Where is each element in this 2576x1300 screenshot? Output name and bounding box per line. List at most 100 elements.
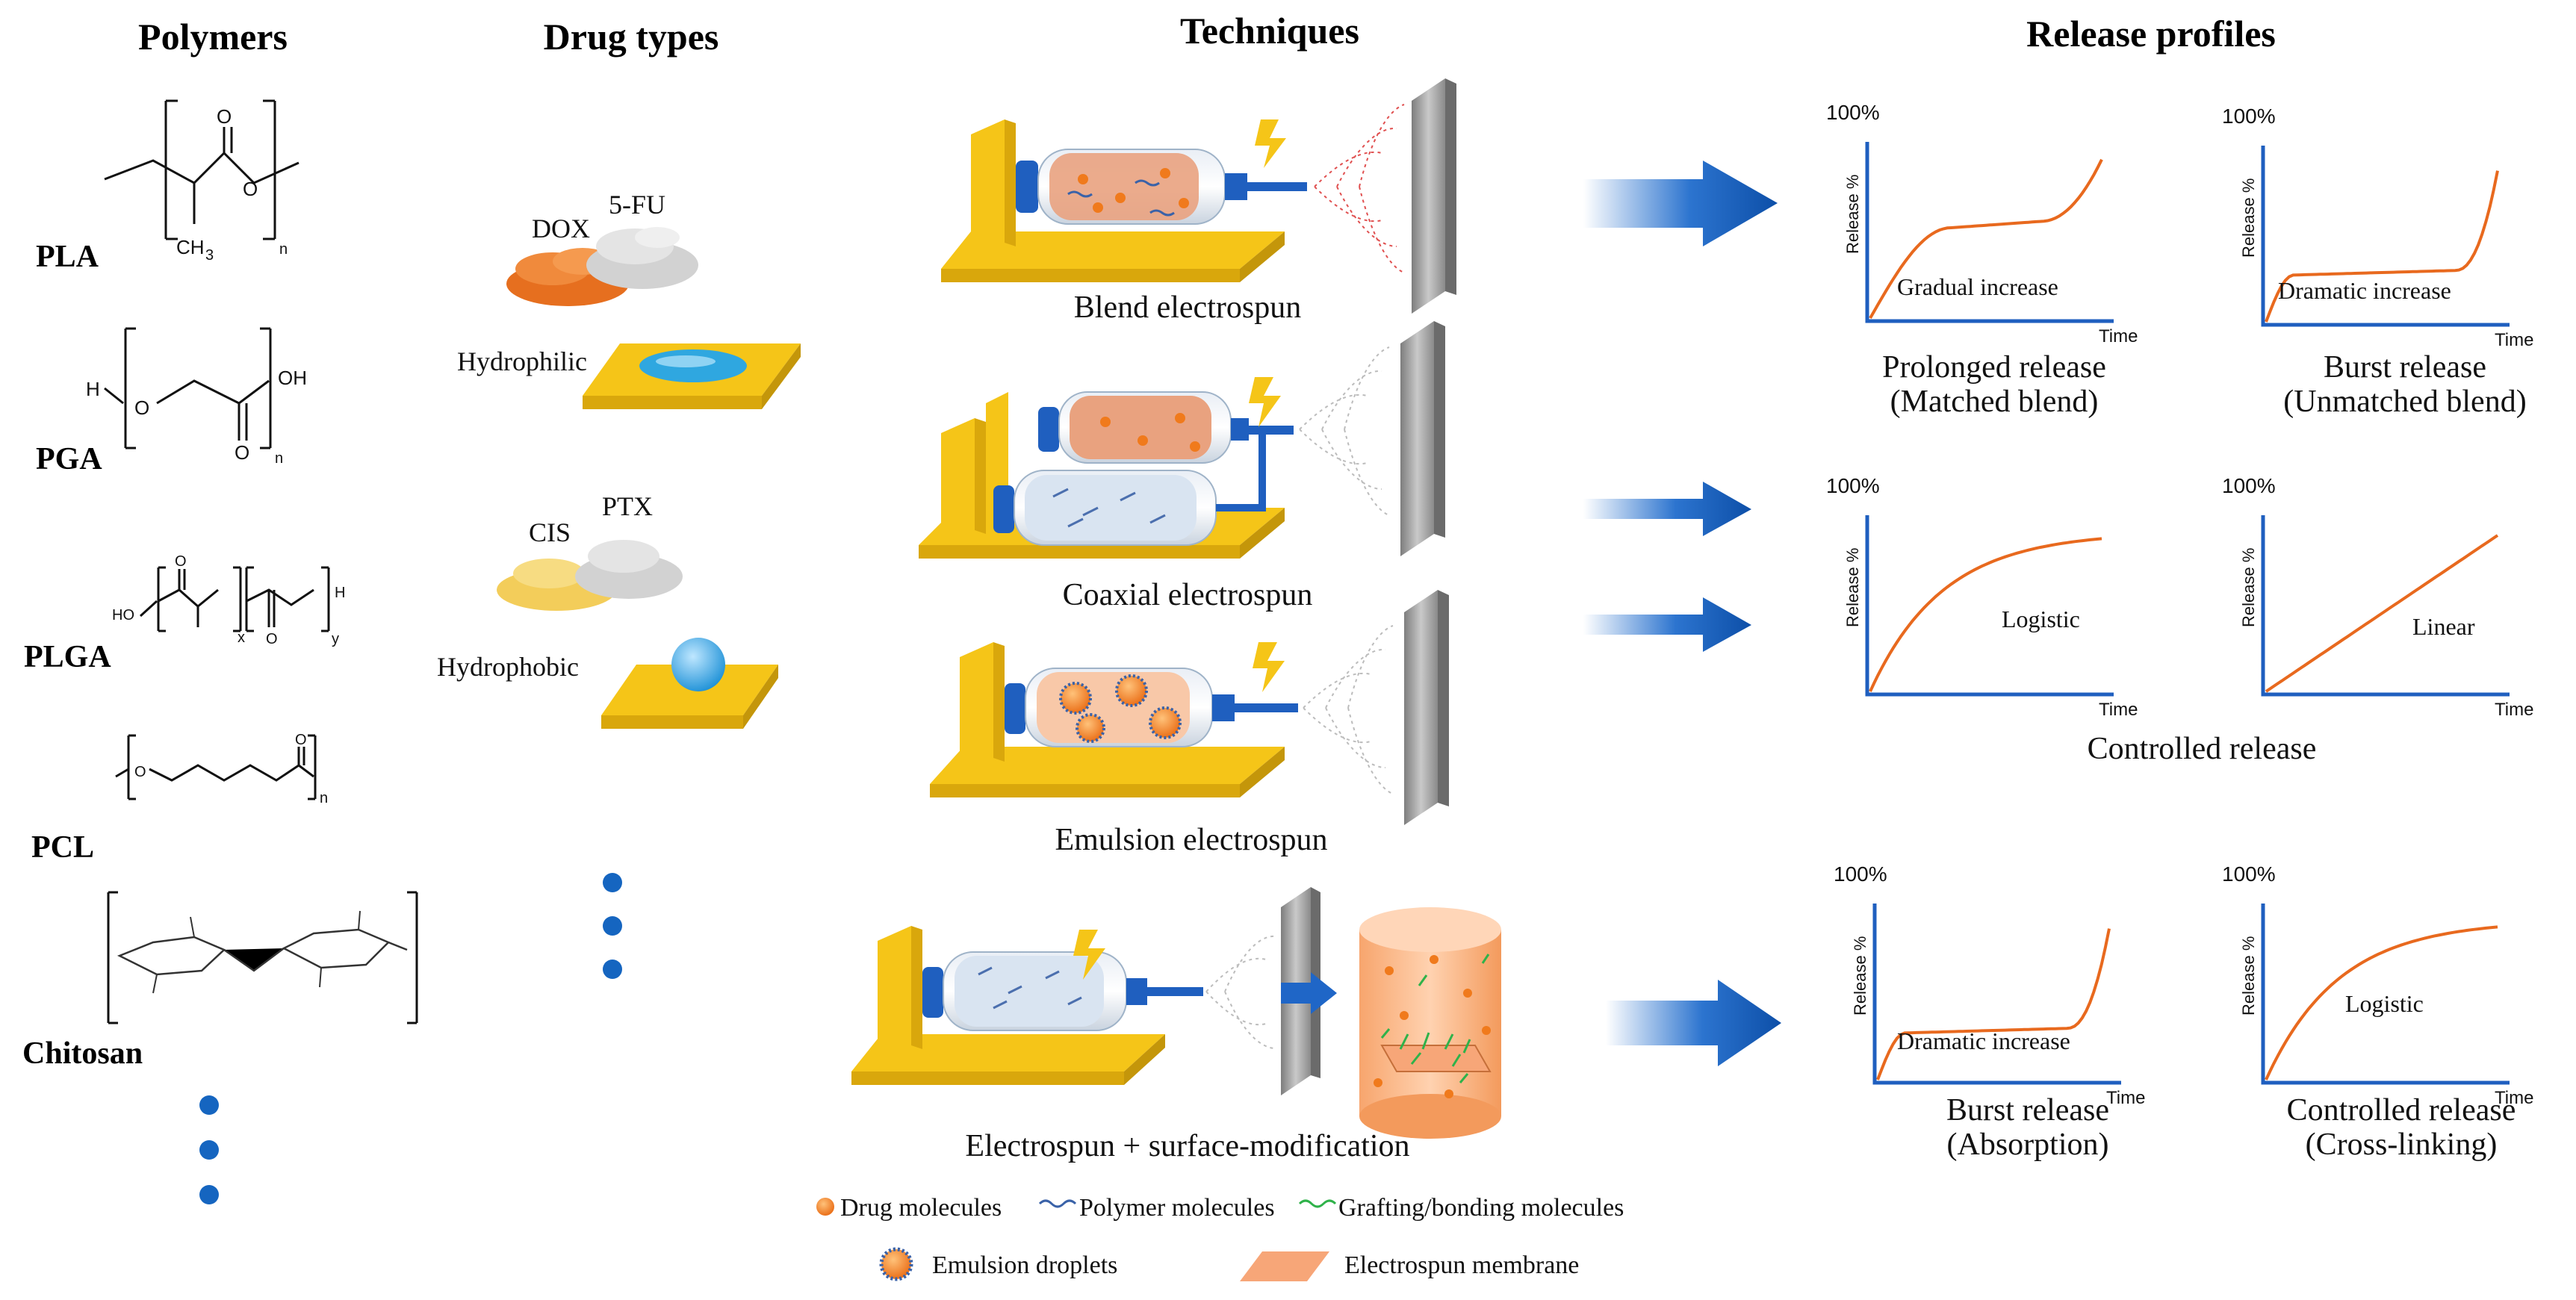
plga-o-label: O [175, 553, 187, 570]
release-chart-y-top-label: 100% [1834, 862, 1887, 886]
hydrophilic-plate [583, 343, 801, 409]
release-caption-subtitle: (Matched blend) [1890, 385, 2099, 419]
release-chart-x-label: Time [2495, 330, 2533, 350]
more-polymers-dot [199, 1140, 219, 1160]
polymer-name-chitosan: Chitosan [22, 1036, 143, 1071]
pcl-n-label: n [320, 790, 328, 806]
surface-modification-apparatus [851, 887, 1501, 1139]
release-chart-inner-label: Dramatic increase [1897, 1027, 2070, 1054]
more-drugs-dot [603, 960, 622, 979]
release-chart-axes [2261, 904, 2510, 1085]
plga-h-label: H [335, 585, 345, 601]
pga-o-label: O [235, 441, 249, 464]
technique-caption-coaxial: Coaxial electrospun [1063, 578, 1313, 612]
polymer-name-pcl: PCL [31, 830, 94, 865]
pga-structure: H O O OH n [86, 327, 307, 467]
drug-label-5fu: 5-FU [609, 190, 665, 220]
pla-o-label: O [217, 105, 232, 128]
release-curve [2265, 170, 2499, 323]
legend-drug-label: Drug molecules [840, 1194, 1002, 1222]
release-chart-y-label: Release % [2239, 178, 2258, 258]
release-chart-axes [2261, 515, 2510, 697]
legend-membrane-icon [1240, 1251, 1329, 1281]
pla-ch3-sub: 3 [205, 247, 214, 264]
pla-n-label: n [279, 241, 288, 258]
arrow-surface-to-profiles [1606, 980, 1781, 1066]
release-chart-y-label: Release % [1851, 936, 1869, 1016]
polymer-name-plga: PLGA [24, 640, 111, 674]
arrow-emulsion-to-profiles [1583, 597, 1751, 652]
legend-emulsion-label: Emulsion droplets [932, 1251, 1117, 1279]
drug-label-hydrophobic: Hydrophobic [437, 652, 579, 682]
arrow-coaxial-to-profiles [1583, 482, 1751, 536]
pga-h-label: H [86, 378, 100, 400]
technique-caption-surface-modification: Electrospun + surface-modification [965, 1129, 1409, 1163]
legend-membrane-label: Electrospun membrane [1344, 1251, 1579, 1279]
header-polymers: Polymers [138, 16, 288, 57]
plga-o-label: O [266, 631, 278, 647]
legend-drug-icon [816, 1198, 834, 1216]
technique-caption-blend: Blend electrospun [1074, 290, 1301, 325]
more-drugs-dot [603, 873, 622, 892]
drug-label-hydrophilic: Hydrophilic [457, 346, 587, 376]
pga-n-label: n [275, 450, 283, 467]
polymer-name-pga: PGA [36, 442, 102, 476]
header-drug-types: Drug types [544, 16, 719, 57]
pga-oh-label: OH [278, 367, 307, 389]
release-chart-inner-label: Linear [2412, 613, 2475, 640]
release-chart-x-label: Time [2495, 700, 2533, 720]
legend: Drug molecules Polymer molecules Graftin… [816, 1194, 1624, 1281]
legend-polymer-label: Polymer molecules [1079, 1194, 1275, 1222]
release-chart-axes [2261, 146, 2510, 327]
legend-polymer-icon [1038, 1199, 1077, 1208]
release-caption-subtitle: (Absorption) [1947, 1128, 2109, 1162]
release-curve [2265, 534, 2499, 693]
release-caption-title: Burst release [2324, 350, 2486, 385]
release-chart-x-label: Time [2106, 1088, 2145, 1108]
release-curve [2265, 925, 2498, 1080]
release-chart-y-top-label: 100% [2222, 105, 2276, 128]
legend-grafting-label: Grafting/bonding molecules [1338, 1194, 1624, 1222]
release-chart-axes [1865, 515, 2114, 697]
hydrophobic-plate [601, 638, 778, 729]
controlled-release-caption: Controlled release [2088, 732, 2317, 766]
release-chart-x-label: Time [2099, 700, 2138, 720]
release-caption-subtitle: (Cross-linking) [2306, 1128, 2498, 1162]
drug-label-dox: DOX [532, 214, 590, 243]
arrow-blend-to-profiles [1583, 161, 1778, 246]
plga-x-label: x [238, 629, 245, 646]
header-release-profiles: Release profiles [2026, 13, 2276, 55]
more-polymers-dot [199, 1095, 219, 1115]
more-polymers-dot [199, 1185, 219, 1204]
drug-label-cis: CIS [529, 517, 571, 547]
release-caption-title: Burst release [1946, 1093, 2109, 1128]
plga-y-label: y [332, 631, 339, 647]
release-caption-title: Prolonged release [1882, 350, 2106, 385]
release-chart-y-top-label: 100% [2222, 862, 2276, 886]
pcl-o-label: O [134, 764, 146, 780]
pla-o-label: O [243, 178, 258, 200]
release-caption-title: Controlled release [2287, 1093, 2516, 1128]
emulsion-electrospinning-apparatus [930, 590, 1449, 825]
release-chart-y-top-label: 100% [1826, 474, 1880, 497]
drug-label-ptx: PTX [602, 491, 653, 521]
blend-electrospinning-apparatus [941, 78, 1456, 314]
release-chart-y-label: Release % [2239, 936, 2258, 1016]
plga-ho-label: HO [112, 607, 134, 623]
release-chart-inner-label: Logistic [2002, 606, 2080, 632]
release-curve [1876, 928, 2111, 1080]
polymer-name-pla: PLA [36, 240, 99, 274]
technique-caption-emulsion: Emulsion electrospun [1055, 823, 1327, 857]
release-chart-axes [1865, 142, 2114, 323]
pla-structure: O O CH 3 n [104, 99, 300, 264]
legend-emulsion-icon [879, 1247, 913, 1281]
pcl-o-label: O [295, 732, 307, 748]
release-chart-y-label: Release % [1843, 175, 1862, 254]
coaxial-electrospinning-apparatus [919, 321, 1445, 559]
release-chart-inner-label: Logistic [2345, 990, 2424, 1017]
5fu-powder-pile [586, 227, 698, 289]
pcl-structure: O O n [115, 732, 328, 806]
more-drugs-dot [603, 916, 622, 936]
